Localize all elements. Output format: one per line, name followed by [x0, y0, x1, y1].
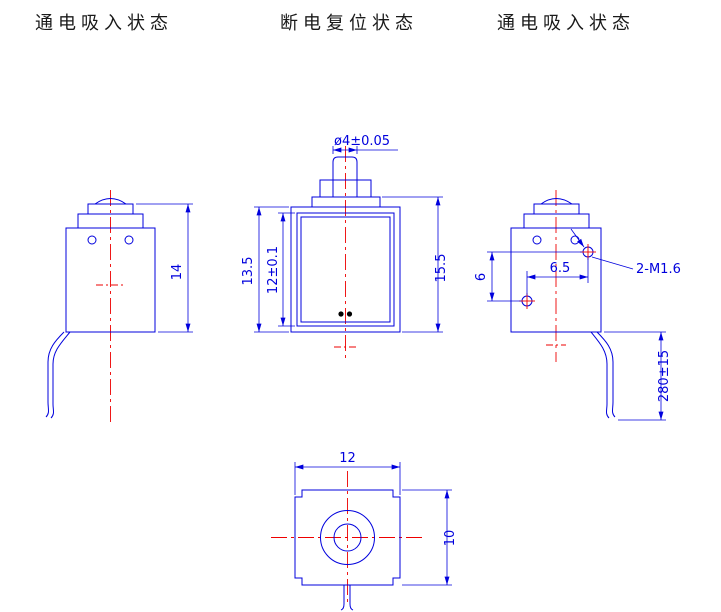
state-label-left: 通电吸入状态	[35, 13, 173, 34]
body	[290, 206, 401, 333]
solenoid-outline	[65, 198, 156, 333]
thread-callout: 2-M1.6	[570, 228, 681, 277]
dimension-depth: 10	[402, 489, 458, 586]
wire	[596, 331, 616, 418]
flange-hole	[570, 235, 580, 245]
wire	[340, 585, 345, 611]
coil-frame-outer	[296, 212, 395, 327]
bore-inner-circle	[333, 523, 362, 552]
left-side-view: 14	[45, 190, 193, 424]
flange-hole	[532, 235, 542, 245]
dim-text-lead-length: 280±15	[657, 350, 672, 402]
flange	[523, 213, 590, 229]
dimension-lead-length: 280±15	[604, 331, 672, 421]
dimension-overall-height: 15.5	[382, 196, 449, 333]
dimension-hole-offset-v: 6	[474, 251, 582, 302]
right-side-view: 2-M1.6 6 6.5 280±15	[474, 190, 681, 421]
flange	[311, 196, 381, 208]
centerline-group	[96, 190, 125, 424]
dimension-plunger-dia: ø4±0.05	[332, 134, 398, 154]
centerline-group	[334, 146, 357, 362]
dimension-14: 14	[136, 203, 193, 333]
dim-text-coil-height: 12±0.1	[266, 246, 281, 294]
wire	[349, 585, 354, 611]
dim-text-hole-offset-v: 6	[474, 273, 489, 281]
flange-hole	[87, 235, 97, 245]
dim-text-width: 12	[339, 451, 356, 466]
dim-text-overall-height: 15.5	[434, 254, 449, 283]
solenoid-outline	[510, 198, 602, 333]
body-outline	[294, 489, 401, 586]
dimension-width: 12	[294, 451, 401, 495]
top-dome	[94, 198, 127, 205]
leader-line	[570, 228, 585, 248]
lead-wires	[340, 585, 354, 611]
wire	[50, 331, 71, 419]
dim-text-thread-callout: 2-M1.6	[636, 262, 681, 277]
wire-terminal-dot	[338, 311, 344, 317]
wire-terminal-dot	[346, 311, 353, 317]
dimension-hole-offset-h: 6.5	[526, 258, 589, 295]
dim-text-height: 14	[170, 264, 185, 281]
front-view: ø4±0.05 13.5 12±0.1 15.5	[241, 134, 449, 362]
leader-line	[591, 256, 634, 270]
threaded-holes	[519, 244, 596, 309]
dim-text-body-height: 13.5	[241, 257, 256, 286]
dimension-coil-height: 12±0.1	[266, 212, 295, 327]
top-view: 12 10	[271, 451, 458, 611]
wire	[45, 331, 65, 418]
coil-frame-inner	[300, 216, 391, 323]
dim-text-hole-offset-h: 6.5	[550, 261, 571, 276]
wire	[590, 331, 610, 419]
bore-outer-circle	[320, 510, 375, 565]
lead-wires	[590, 331, 616, 419]
top-cap	[533, 203, 580, 215]
centerline-group	[546, 190, 566, 362]
dimension-body-height: 13.5	[241, 206, 289, 333]
state-label-center: 断电复位状态	[280, 13, 418, 34]
plunger	[332, 156, 358, 180]
centerline-group	[271, 471, 424, 604]
state-label-right: 通电吸入状态	[497, 13, 635, 34]
body	[510, 227, 602, 333]
lead-wires	[45, 331, 71, 419]
top-dome	[540, 198, 573, 205]
solenoid-outline	[290, 156, 401, 333]
solenoid-outline	[294, 489, 401, 586]
dim-text-depth: 10	[443, 530, 458, 547]
flange-hole	[124, 235, 134, 245]
body	[65, 227, 156, 333]
dim-text-plunger-dia: ø4±0.05	[334, 134, 390, 149]
